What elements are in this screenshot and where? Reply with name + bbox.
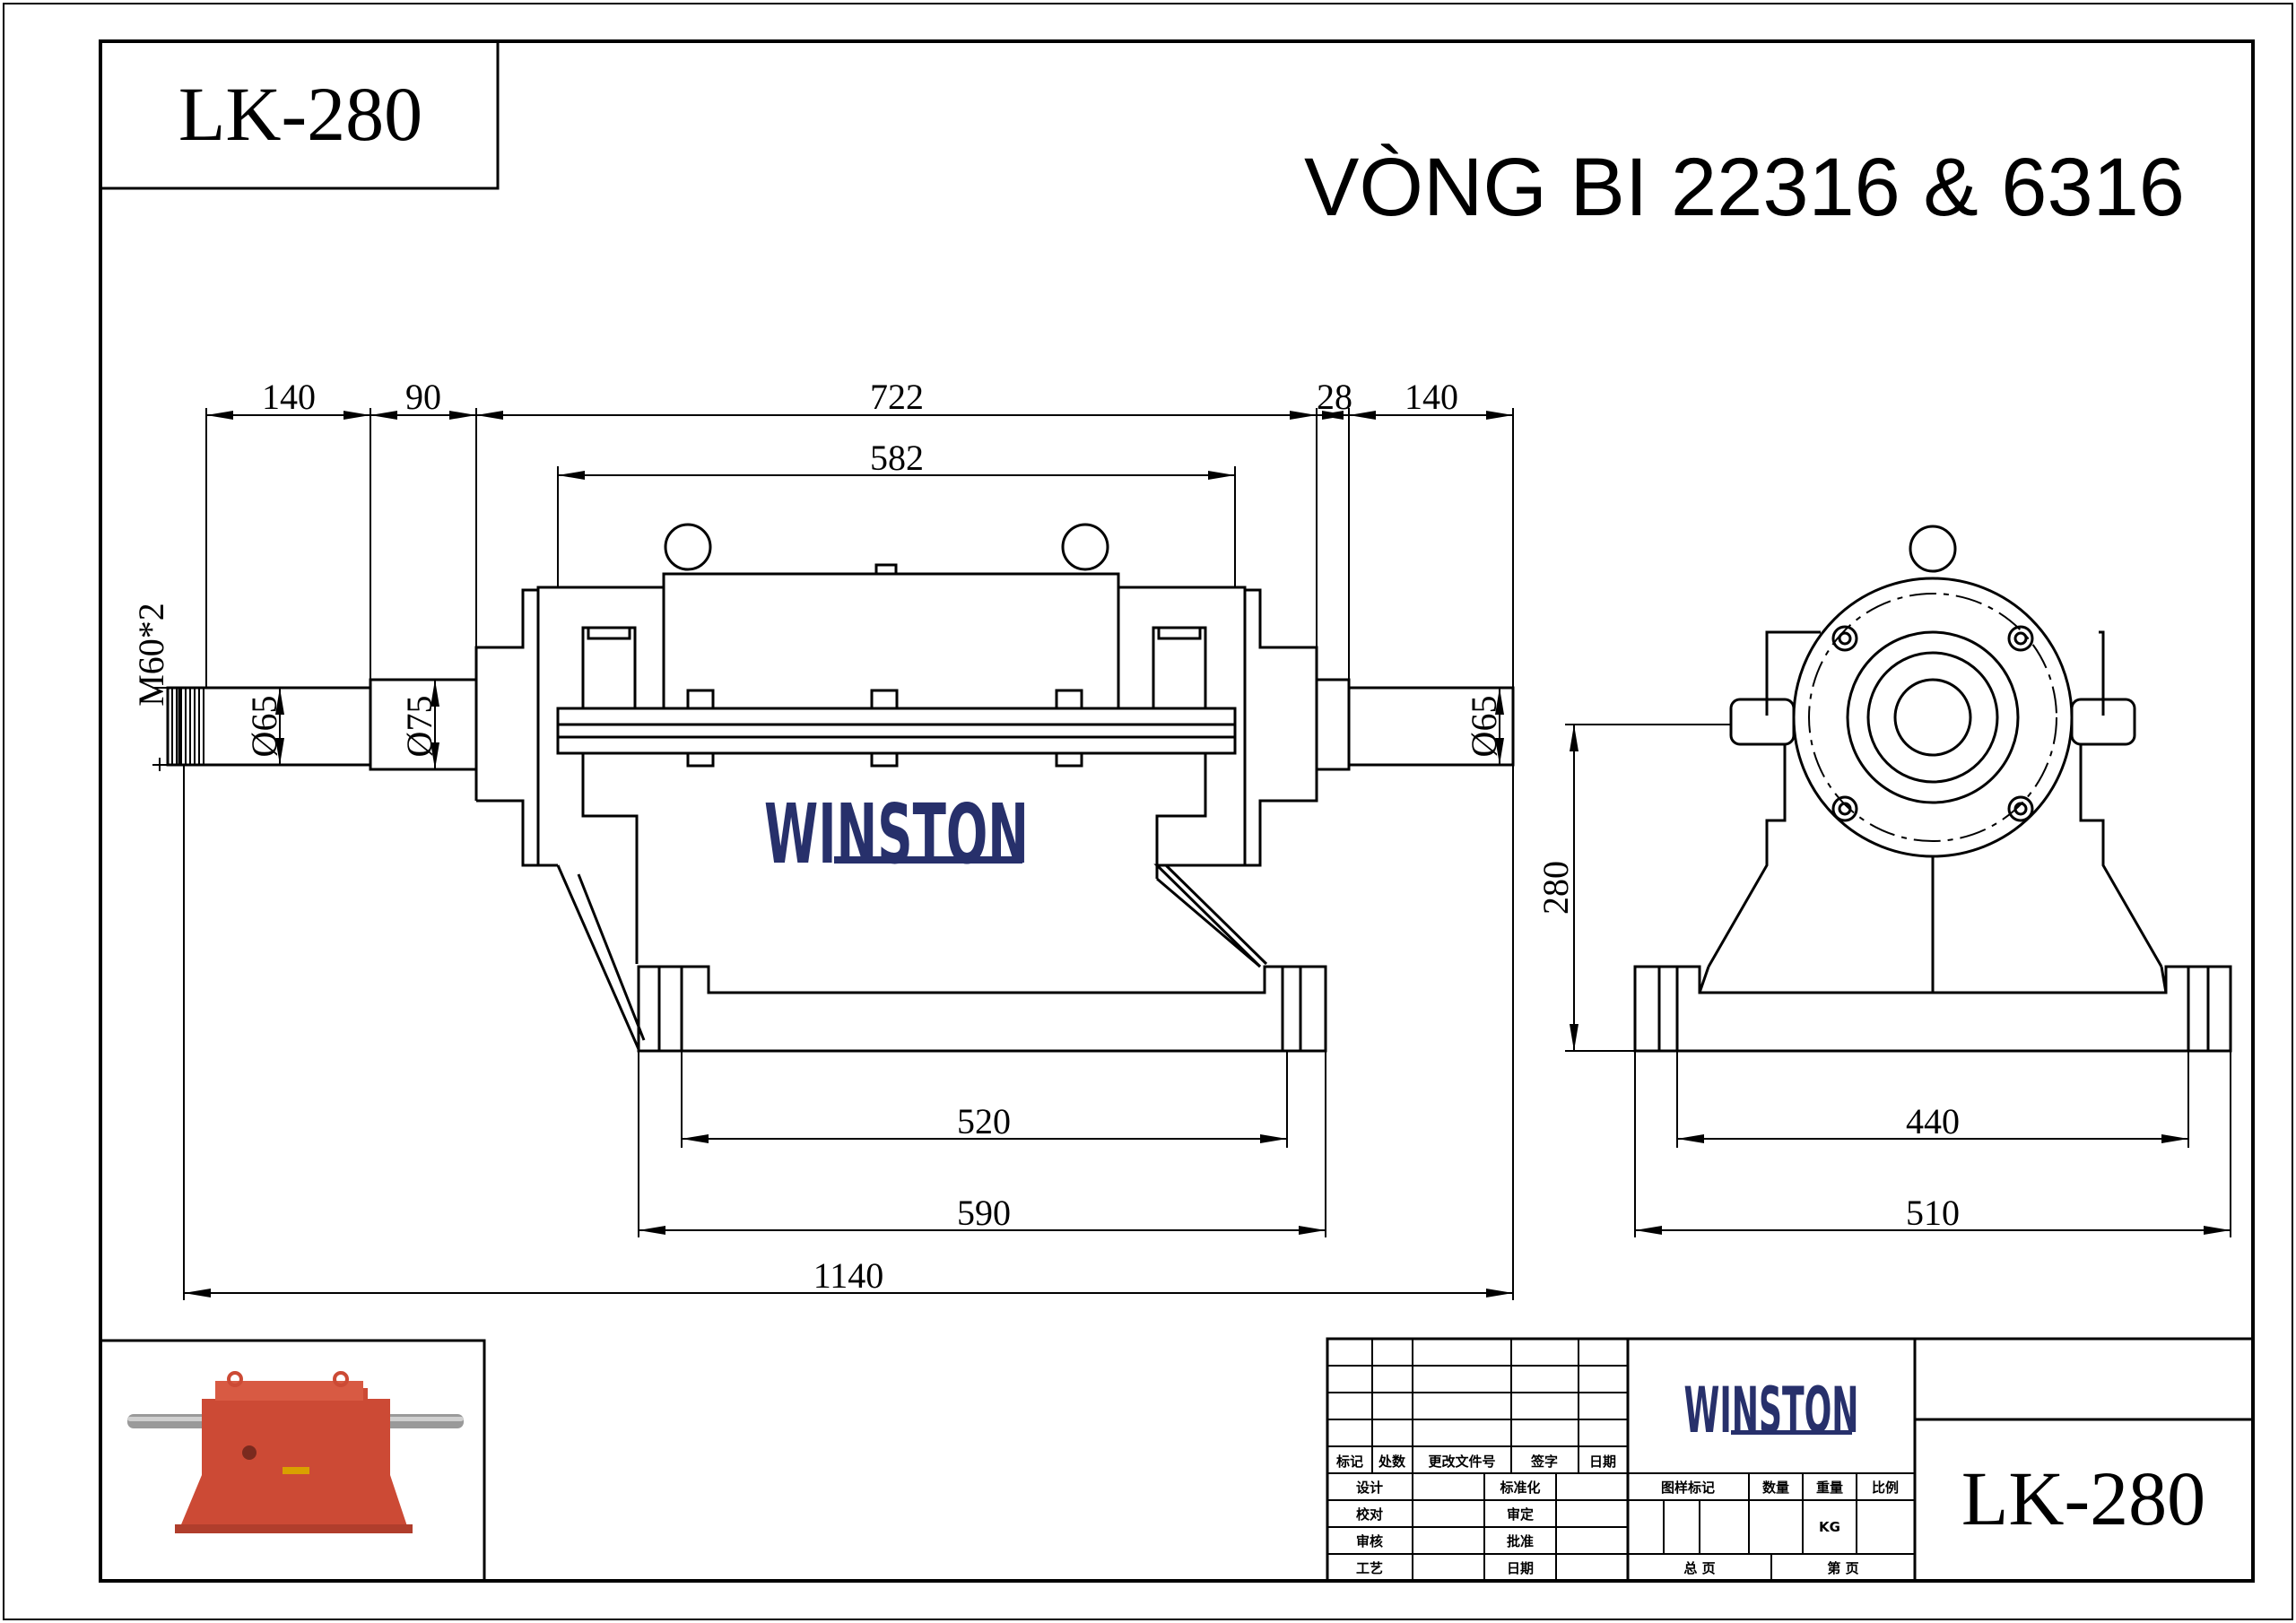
dim-28: 28	[1317, 377, 1352, 417]
tb-quantity: 数量	[1762, 1480, 1789, 1496]
lifting-eye-right	[1061, 523, 1109, 571]
tb-verify: 审定	[1507, 1506, 1534, 1523]
tb-count: 处数	[1378, 1454, 1406, 1470]
thread-section	[171, 688, 204, 765]
tb-drawing-mark: 图样标记	[1661, 1480, 1715, 1496]
tb-check: 校对	[1356, 1506, 1383, 1523]
right-shaft	[1347, 686, 1515, 767]
side-view	[1633, 525, 2232, 1053]
tb-weight: 重量	[1816, 1480, 1843, 1496]
tb-process: 工艺	[1356, 1560, 1383, 1576]
front-view	[166, 523, 1515, 1053]
tb-date: 日期	[1589, 1454, 1616, 1470]
brand-text: WINSTON	[764, 786, 1029, 882]
dim-440: 440	[1906, 1101, 1960, 1141]
dim-140-left: 140	[262, 377, 316, 417]
front-brand-logo: WINSTON	[764, 786, 1029, 882]
tb-change-doc: 更改文件号	[1428, 1454, 1495, 1470]
dim-280: 280	[1535, 861, 1576, 915]
tb-date2: 日期	[1507, 1560, 1534, 1576]
model-label-box: LK-280	[100, 41, 500, 190]
drawing-title: VÒNG BI 22316 & 6316	[1304, 142, 2185, 233]
model-label: LK-280	[178, 71, 422, 157]
dim-520: 520	[957, 1101, 1011, 1141]
tb-design: 设计	[1356, 1480, 1383, 1496]
inner-border	[99, 39, 2255, 1583]
right-shaft-collar	[1315, 678, 1351, 771]
dim-90: 90	[405, 377, 441, 417]
top-cover	[662, 572, 1120, 710]
tb-model: LK-280	[1961, 1455, 2205, 1541]
dimension-lines	[152, 408, 2231, 1300]
lifting-eye-left	[664, 523, 712, 571]
tb-standard: 标准化	[1499, 1480, 1540, 1496]
dim-thread: M60*2	[131, 603, 171, 707]
tb-approve: 批准	[1507, 1533, 1534, 1549]
tb-scale: 比例	[1872, 1480, 1899, 1496]
side-lifting-eye	[1909, 525, 1957, 573]
product-photo	[99, 1339, 486, 1583]
outer-border	[3, 3, 2293, 1620]
dim-dia-75: Ø75	[399, 696, 439, 758]
tb-page-no: 第 页	[1827, 1560, 1858, 1576]
tb-sign: 签字	[1530, 1454, 1558, 1470]
dim-dia-65-left: Ø65	[244, 696, 284, 758]
tb-brand-logo: WINSTON	[1684, 1374, 1859, 1447]
dim-582: 582	[870, 438, 924, 478]
dim-140-right: 140	[1405, 377, 1458, 417]
dim-dia-65-right: Ø65	[1464, 696, 1504, 758]
tb-review: 审核	[1356, 1533, 1383, 1549]
title-block	[1326, 1337, 2255, 1583]
dim-722: 722	[870, 377, 924, 417]
title-block-texts: 标记 处数 更改文件号 签字 日期 设计 标准化 校对 审定 审核 批准 工艺 …	[1335, 1374, 2205, 1576]
tb-total-pages: 总 页	[1683, 1560, 1715, 1576]
dim-590: 590	[957, 1193, 1011, 1233]
base	[637, 965, 1327, 1053]
dim-510: 510	[1906, 1193, 1960, 1233]
dim-1140: 1140	[813, 1255, 884, 1296]
tb-mark: 标记	[1335, 1454, 1363, 1470]
tb-kg: KG	[1819, 1519, 1840, 1535]
